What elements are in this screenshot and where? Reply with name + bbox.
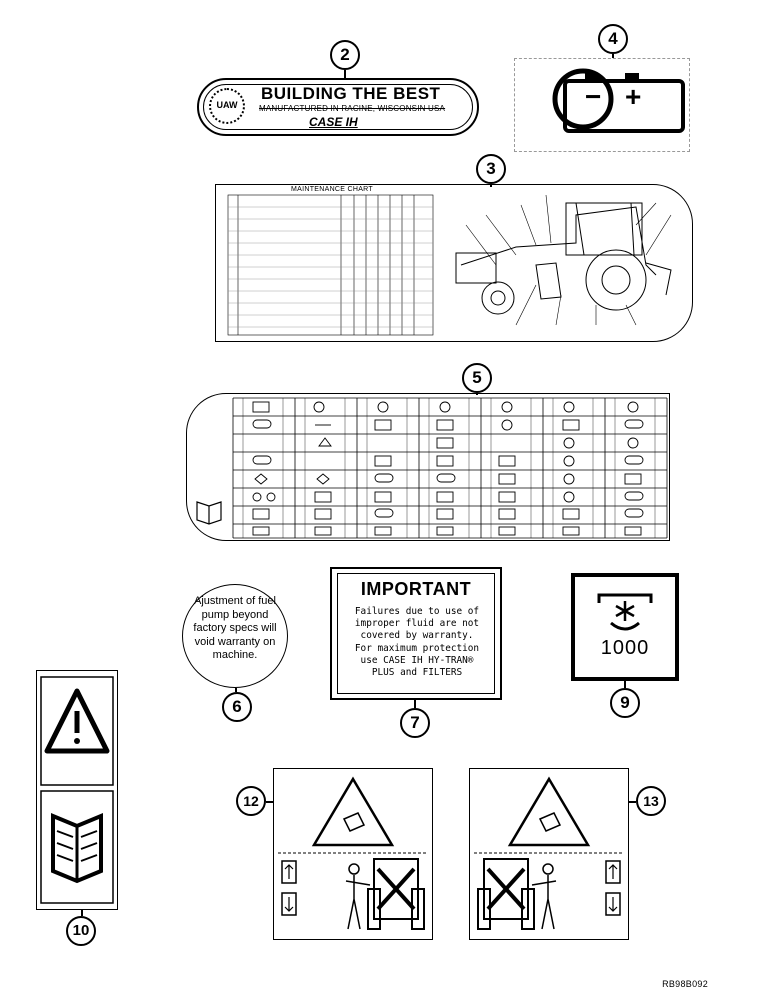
decal2-inner-border — [203, 84, 473, 130]
callout-12: 12 — [236, 786, 266, 816]
important-line-1: Failures due to use of — [354, 606, 480, 617]
callout-7: 7 — [400, 708, 430, 738]
important-body: Failures due to use of improper fluid ar… — [346, 606, 488, 679]
fluid-symbol-grid-decal — [186, 393, 670, 541]
callout-7-leader — [414, 700, 416, 708]
fuel-pump-warning-text: Ajustment of fuel pump beyond factory sp… — [193, 595, 277, 662]
important-line-3: covered by warranty. — [360, 630, 474, 642]
callout-2: 2 — [330, 40, 360, 70]
callout-3-leader — [490, 184, 492, 187]
important-line-4: For maximum protection — [354, 642, 480, 654]
crush-hazard-illustration-left — [278, 776, 428, 930]
battery-decal: − + — [514, 58, 690, 152]
callout-6-leader — [235, 688, 237, 692]
callout-5: 5 — [462, 363, 492, 393]
decal2-subtitle: MANUFACTURED IN RACINE, WISCONSIN USA — [259, 104, 446, 113]
important-fluid-decal: IMPORTANT Failures due to use of imprope… — [330, 567, 502, 700]
callout-13: 13 — [636, 786, 666, 816]
callout-3: 3 — [476, 154, 506, 184]
fuel-pump-warning-decal: Ajustment of fuel pump beyond factory sp… — [182, 584, 288, 688]
callout-12-leader — [266, 801, 273, 803]
figure-reference-code: RB98B092 — [662, 979, 708, 989]
callout-6: 6 — [222, 692, 252, 722]
crush-hazard-decal-right — [469, 768, 629, 940]
important-line-5: use CASE IH HY-TRAN® — [360, 654, 474, 666]
decal7-inner-border: IMPORTANT Failures due to use of imprope… — [337, 573, 495, 694]
crush-hazard-illustration-right — [474, 776, 624, 930]
callout-10-leader — [81, 910, 83, 916]
warning-and-manual-icon — [40, 676, 114, 904]
building-the-best-decal: UAW BUILDING THE BEST MANUFACTURED IN RA… — [197, 78, 479, 136]
service-interval-hours: 1000 — [600, 637, 650, 659]
crush-hazard-decal-left — [273, 768, 433, 940]
callout-5-leader — [476, 393, 478, 395]
warning-operator-manual-decal — [36, 670, 118, 910]
battery-plus: + — [625, 81, 642, 112]
callout-2-leader — [344, 70, 346, 78]
callout-4: 4 — [598, 24, 628, 54]
sun-service-icon — [597, 593, 653, 631]
case-ih-logo: CASE IH — [309, 115, 358, 129]
battery-minus: − — [585, 81, 602, 112]
important-title: IMPORTANT — [360, 579, 472, 599]
callout-13-leader — [629, 801, 636, 803]
important-line-6: PLUS and FILTERS — [371, 667, 463, 679]
callout-10: 10 — [66, 916, 96, 946]
callout-9: 9 — [610, 688, 640, 718]
callout-9-leader — [624, 681, 626, 688]
service-interval-decal: 1000 — [571, 573, 679, 681]
maintenance-chart-title: MAINTENANCE CHART — [291, 186, 373, 193]
symbol-grid — [196, 397, 668, 539]
important-line-2: improper fluid are not — [354, 618, 480, 630]
maintenance-chart-decal: MAINTENANCE CHART — [215, 184, 693, 342]
maintenance-chart-drawing — [227, 194, 672, 336]
battery-icon — [552, 68, 685, 133]
uaw-logo-text: UAW — [216, 100, 238, 110]
uaw-logo: UAW — [209, 88, 245, 124]
callout-4-leader — [612, 54, 614, 58]
decal2-title: BUILDING THE BEST — [261, 84, 441, 103]
